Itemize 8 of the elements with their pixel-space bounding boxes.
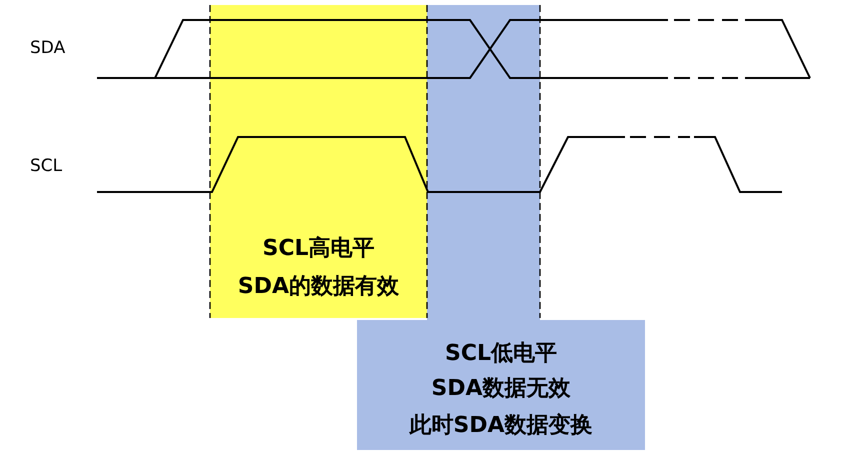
signal-label: SCL xyxy=(30,156,62,176)
highlight-band xyxy=(210,5,427,318)
band-text: SDA的数据有效 xyxy=(236,273,400,301)
band-text: SCL低电平 xyxy=(444,340,558,368)
band-text: SDA数据无效 xyxy=(430,375,572,403)
band-text: 此时SDA数据变换 xyxy=(408,412,594,440)
signal-label: SDA xyxy=(30,38,66,58)
band-text: SCL高电平 xyxy=(261,234,376,263)
